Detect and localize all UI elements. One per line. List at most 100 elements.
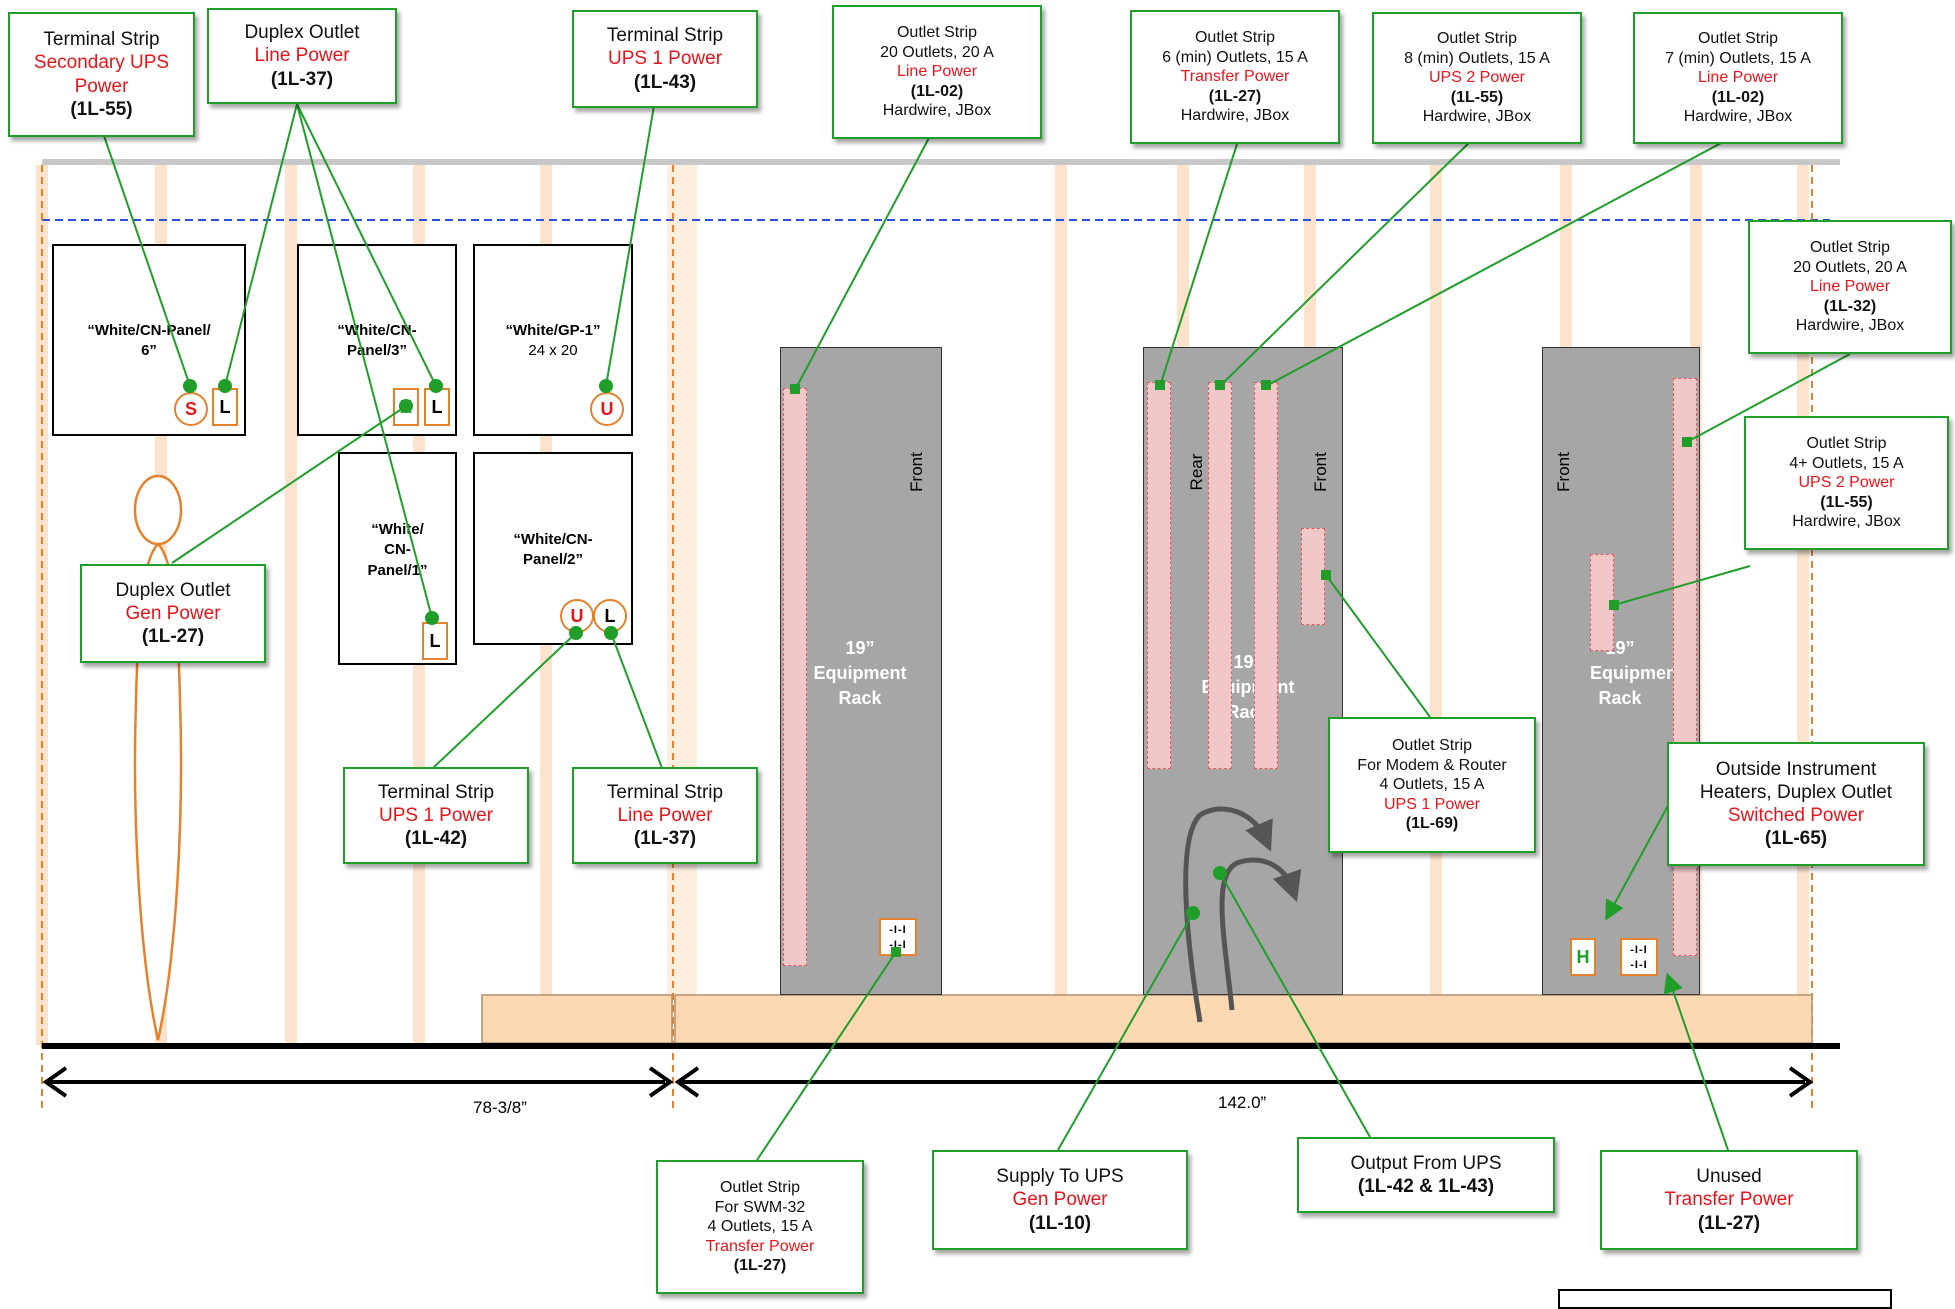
callout-circuit: (1L-37) [633,828,697,850]
callout-power-type: Switched Power [1727,805,1865,826]
panel-label-line: CN- [384,541,411,559]
callout-outlet-strip-ups2: Outlet Strip 8 (min) Outlets, 15 A UPS 2… [1372,12,1582,144]
callout-mount: Hardwire, JBox [1422,108,1532,126]
callout-title: Terminal Strip [606,25,724,47]
rack-label-line: Rack [1598,688,1642,709]
outlet-strip-rack2-ups2 [1208,382,1232,769]
callout-title: Terminal Strip [606,781,724,803]
rack-label-line: 19” [845,638,875,658]
dimension-right-label: 142.0” [1218,1093,1267,1112]
rack-1-label: 19” Equipment Rack [800,636,920,712]
callout-title: Duplex Outlet [244,22,360,44]
panel-label-line: “White/CN- [513,531,593,548]
callout-power-type: UPS 2 Power [1428,69,1526,87]
callout-title: Outlet Strip [1194,29,1276,47]
callout-title: Supply To UPS [996,1166,1124,1188]
callout-circuit: (1L-55) [1820,493,1873,511]
floor-line [42,1043,1840,1049]
panel-label-line: 24 x 20 [528,342,578,360]
callout-spec: 20 Outlets, 20 A [880,43,994,61]
callout-circuit: (1L-02) [910,82,964,100]
callout-terminal-strip-ups1-43: Terminal Strip UPS 1 Power (1L-43) [572,10,758,108]
callout-circuit: (1L-55) [1450,88,1504,106]
callout-title: Unused [1696,1166,1762,1188]
callout-connectors [101,99,1851,1161]
callout-power-type: Line Power [254,45,350,67]
callout-mount: Hardwire, JBox [1683,108,1793,126]
callout-outlet-strip-modem-router: Outlet Strip For Modem & Router 4 Outlet… [1328,717,1536,853]
callout-circuit: (1L-37) [270,68,334,90]
callout-power-type: UPS 1 Power [378,804,494,826]
panel-label-line: Panel/2” [522,551,584,569]
callout-spec: For SWM-32 [714,1198,806,1216]
callout-power-type: UPS 1 Power [607,48,723,70]
callout-title: Outlet Strip [1391,737,1473,755]
callout-spec: 20 Outlets, 20 A [1793,258,1907,276]
callout-terminal-strip-ups1-42: Terminal Strip UPS 1 Power (1L-42) [343,767,529,864]
callout-power-type: UPS 1 Power [1383,795,1481,813]
outlet-strip-rack1 [783,388,807,966]
heater-outlet-badge: H [1570,938,1596,976]
callout-circuit: (1L-27) [1697,1212,1761,1234]
callout-title: Outlet Strip [719,1179,801,1197]
callout-title: Outlet Strip [1806,435,1887,453]
callout-mount: Hardwire, JBox [1180,107,1290,125]
callout-title: Terminal Strip [377,781,495,803]
callout-circuit: (1L-43) [633,71,697,93]
callout-title: Outside Instrument [1715,758,1877,780]
callout-title: Outlet Strip [1809,239,1891,257]
callout-circuit: (1L-65) [1764,828,1828,850]
panel-label-line: Panel/1” [367,561,428,579]
callout-power-type: Line Power [1697,69,1779,87]
secondary-ups-outlet-badge: S [174,392,208,426]
callout-outlet-strip-swm32: Outlet Strip For SWM-32 4 Outlets, 15 A … [656,1160,864,1294]
panel-label-line: “White/CN-Panel/ [87,322,211,339]
legend-box [1558,1289,1892,1309]
callout-power-type: Transfer Power [705,1237,815,1255]
callout-power-type: Secondary UPS Power [33,52,170,97]
callout-outlet-strip-transfer: Outlet Strip 6 (min) Outlets, 15 A Trans… [1130,10,1340,144]
callout-outlet-strip-4plus: Outlet Strip 4+ Outlets, 15 A UPS 2 Powe… [1744,416,1949,550]
callout-supply-to-ups: Supply To UPS Gen Power (1L-10) [932,1150,1188,1250]
line-outlet-badge: L [422,622,448,660]
callout-title: Outlet Strip [1436,30,1518,48]
ups-cables [1183,806,1302,1023]
callout-circuit: (1L-27) [141,626,205,648]
outlet-strip-rack2-rear [1147,382,1171,769]
callout-duplex-outlet-gen: Duplex Outlet Gen Power (1L-27) [80,564,266,663]
callout-spec: 6 (min) Outlets, 15 A [1162,48,1308,66]
callout-power-type: Line Power [1809,278,1891,296]
callout-power-type: UPS 2 Power [1798,474,1895,492]
callout-circuit: (1L-02) [1711,88,1765,106]
equipment-rack-2 [1143,347,1343,995]
outlet-symbol: -I-I [889,924,907,936]
callout-output-from-ups: Output From UPS (1L-42 & 1L-43) [1297,1137,1555,1213]
outlet-symbol: -I-I [1630,959,1648,971]
callout-circuit: (1L-42 & 1L-43) [1357,1176,1495,1197]
callout-circuit: (1L-27) [733,1257,787,1275]
person-figure [133,474,183,1041]
unused-outlet-icon: -I-I -I-I [1620,938,1658,976]
callout-mount: Hardwire, JBox [1795,317,1905,335]
callout-spec: Heaters, Duplex Outlet [1699,781,1893,803]
callout-power-type: Transfer Power [1180,68,1290,86]
rack-label-line: Rack [838,688,882,709]
outlet-strip-rack2-line [1254,382,1278,769]
callout-outlet-strip-1l32: Outlet Strip 20 Outlets, 20 A Line Power… [1748,220,1952,354]
callout-circuit: (1L-55) [70,98,133,120]
callout-unused-transfer: Unused Transfer Power (1L-27) [1600,1150,1858,1250]
callout-power-type: Line Power [617,804,713,826]
callout-circuit: (1L-42) [404,828,468,850]
callout-circuit: (1L-27) [1208,87,1262,105]
callout-spec: 8 (min) Outlets, 15 A [1404,49,1550,67]
callout-outlet-strip-line-rack2: Outlet Strip 7 (min) Outlets, 15 A Line … [1633,12,1843,144]
ceiling-bar [42,159,1840,165]
callout-mount: Hardwire, JBox [1792,513,1901,531]
callout-terminal-strip-secondary-ups: Terminal Strip Secondary UPS Power (1L-5… [8,12,195,137]
panel-label-line: 6” [141,342,157,360]
callout-spec: 4+ Outlets, 15 A [1789,454,1904,472]
ups-outlet-badge: U [590,392,624,426]
callout-power-type: Gen Power [125,602,221,624]
callout-power-type: Transfer Power [1664,1189,1794,1211]
